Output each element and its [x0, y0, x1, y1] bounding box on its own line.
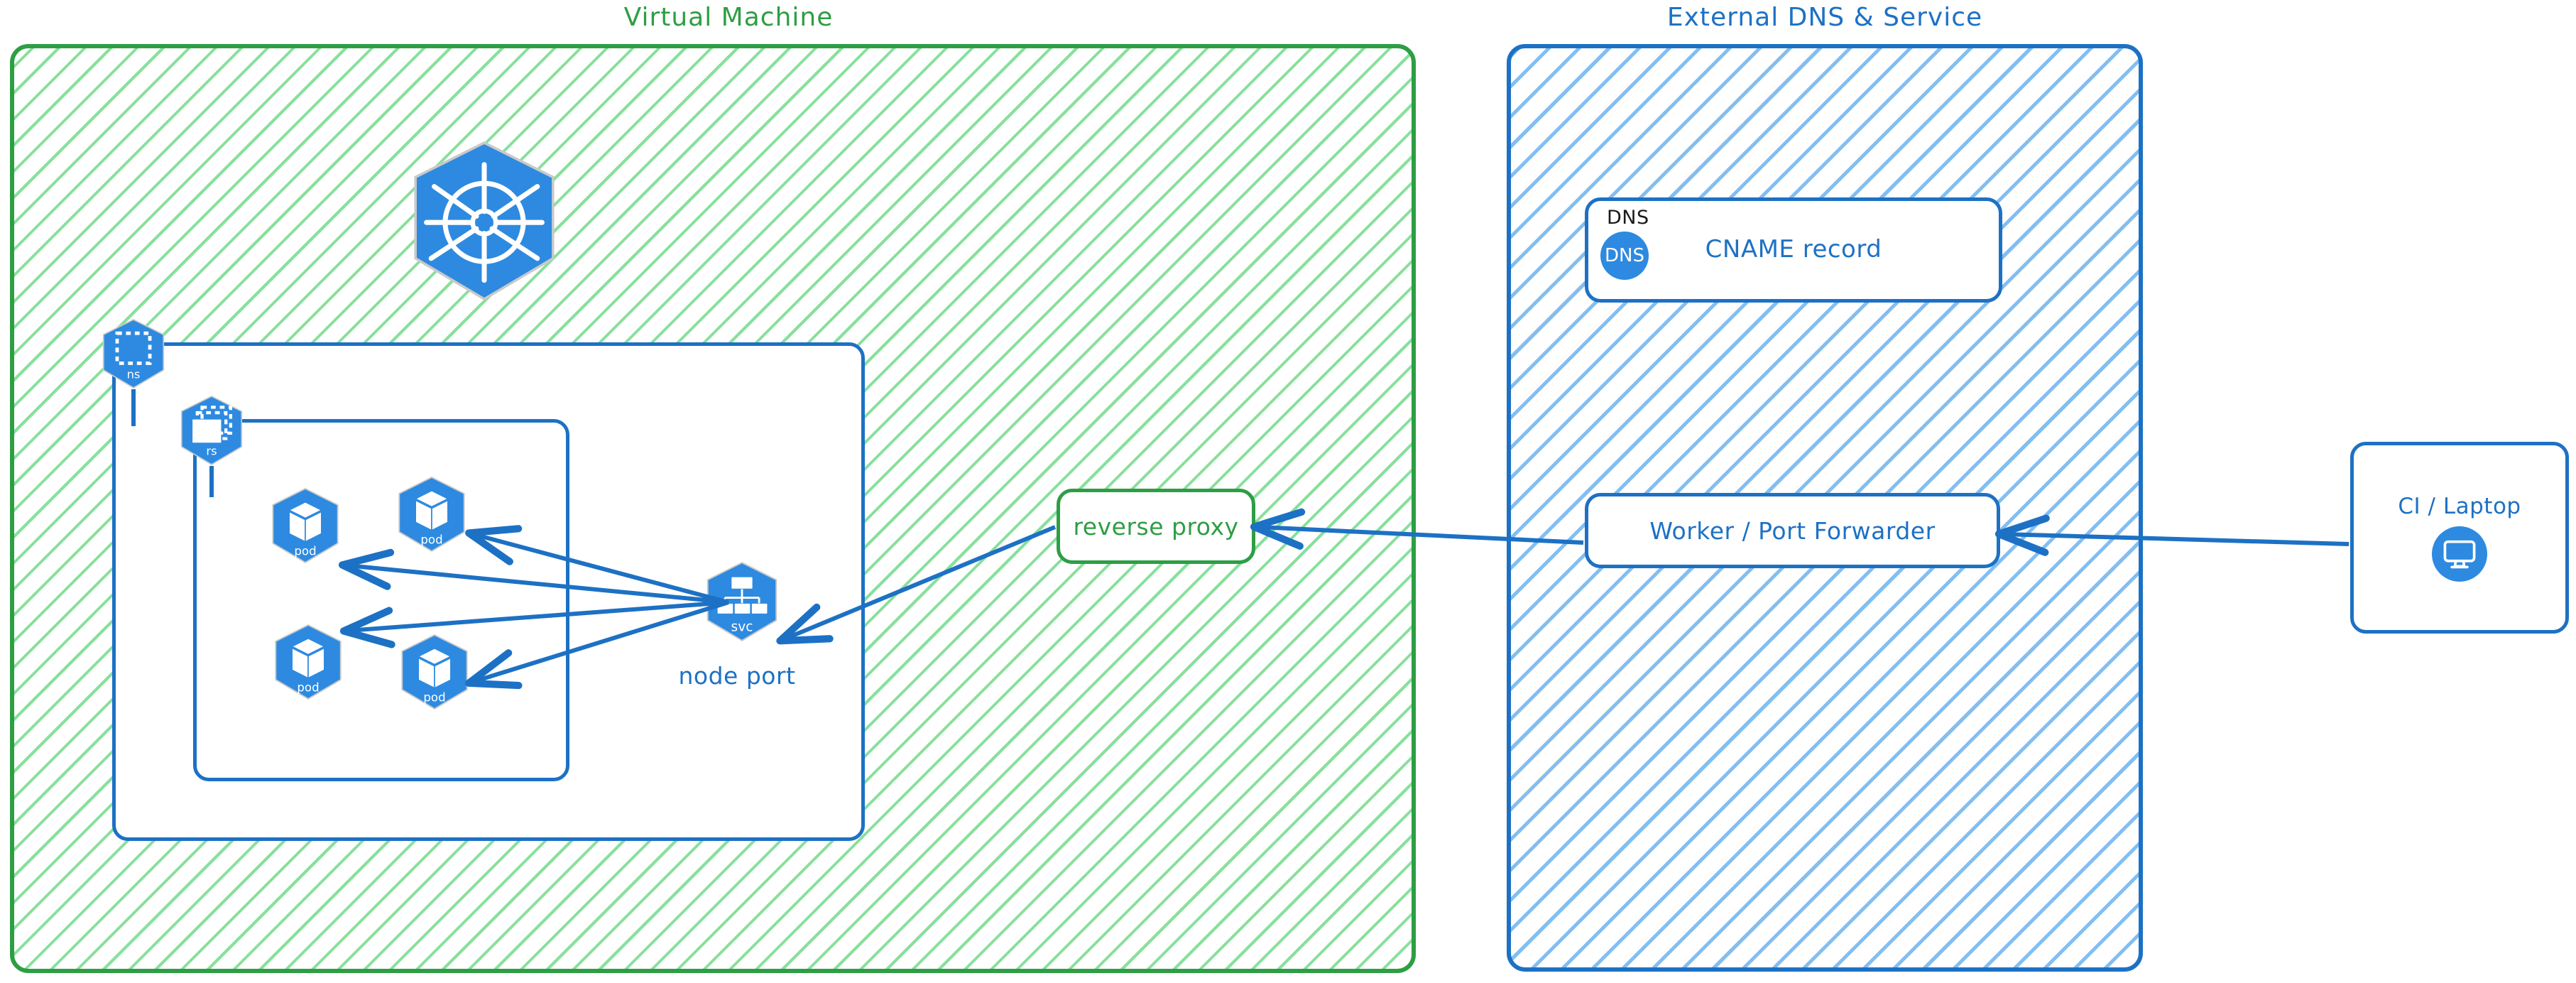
replicaset-badge-label: rs — [206, 445, 217, 458]
service-tree-icon: svc — [703, 561, 781, 642]
cname-record-label: CNAME record — [1705, 235, 1882, 264]
pod-label: pod — [423, 691, 445, 705]
worker-port-forwarder-label: Worker / Port Forwarder — [1649, 516, 1936, 545]
ci-laptop-box[interactable]: CI / Laptop — [2350, 442, 2569, 634]
namespace-badge-label: ns — [127, 368, 141, 381]
pod-bottom-right: pod — [398, 634, 471, 710]
desktop-monitor-icon — [2432, 526, 2487, 582]
dns-badge-label: DNS — [1605, 245, 1644, 266]
namespace-icon: ns — [99, 318, 168, 389]
replicaset-icon: rs — [178, 395, 246, 466]
virtual-machine-zone-title: Virtual Machine — [623, 3, 834, 32]
pod-label: pod — [420, 533, 442, 547]
pod-top-left: pod — [268, 487, 342, 564]
pod-top-right: pod — [395, 476, 469, 553]
dns-card-title: DNS — [1607, 207, 1649, 229]
pod-label: pod — [294, 545, 316, 558]
dns-card[interactable]: DNS CNAME record — [1585, 197, 2002, 303]
ci-laptop-label: CI / Laptop — [2398, 494, 2521, 519]
worker-port-forwarder-box[interactable]: Worker / Port Forwarder — [1585, 493, 2000, 568]
reverse-proxy-box[interactable]: reverse proxy — [1057, 489, 1255, 564]
pod-label: pod — [297, 681, 319, 695]
service-badge-label: svc — [731, 620, 753, 635]
reverse-proxy-label: reverse proxy — [1073, 512, 1239, 541]
dns-circle-icon: DNS — [1600, 232, 1649, 280]
kubernetes-wheel-icon — [406, 139, 562, 303]
pod-bottom-left: pod — [271, 624, 345, 700]
node-port-caption: node port — [678, 662, 796, 690]
external-dns-service-zone-title: External DNS & Service — [1666, 3, 1983, 32]
replicaset-box — [193, 419, 569, 781]
